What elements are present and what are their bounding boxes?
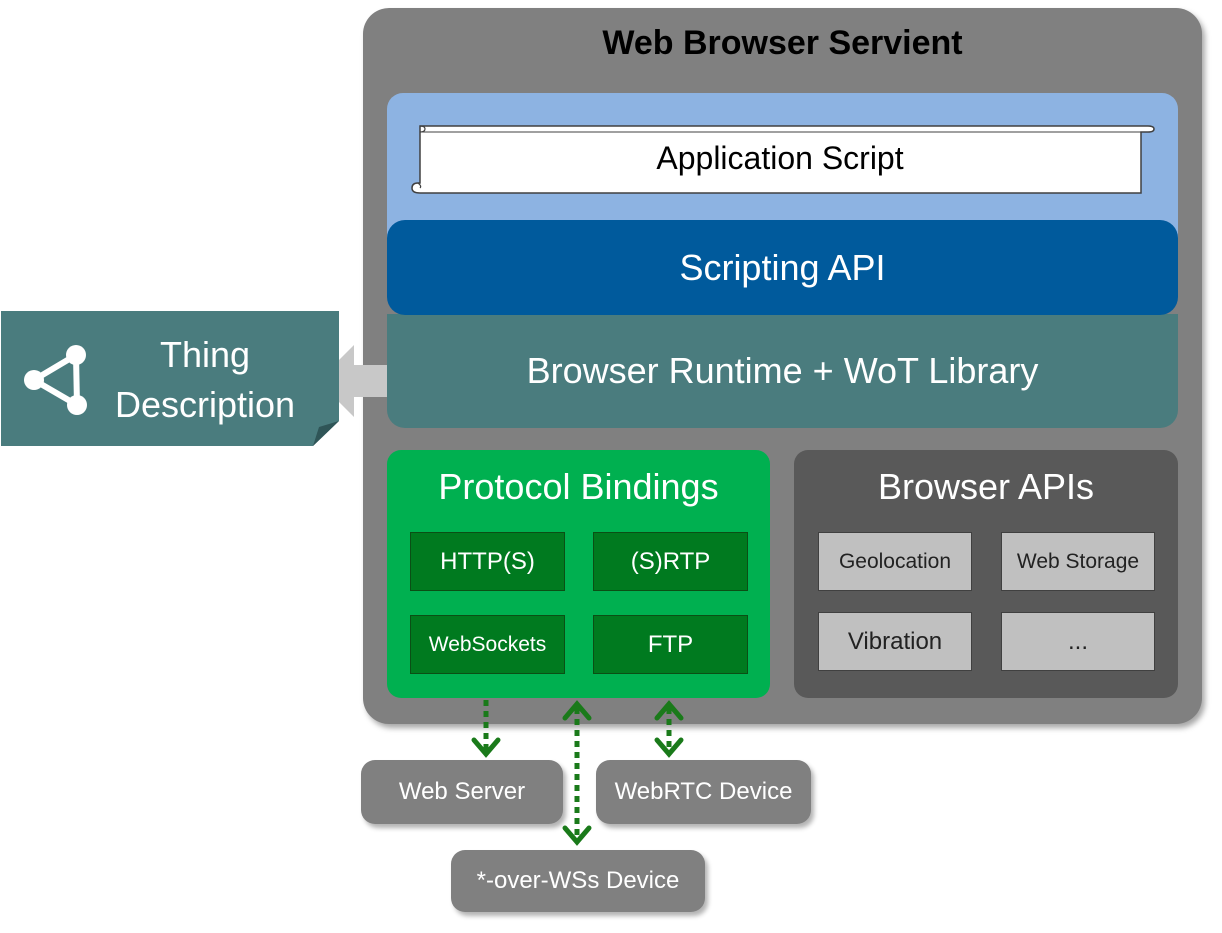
protocol-bindings-title: Protocol Bindings: [438, 466, 719, 507]
web-server-node: Web Server: [361, 760, 563, 824]
protocol-ftp: FTP: [593, 615, 748, 674]
webrtc-device-node: WebRTC Device: [596, 760, 811, 824]
webrtc-device-label: WebRTC Device: [614, 778, 793, 805]
api-vibration: Vibration: [818, 612, 972, 671]
thing-description-label: Thing Description: [100, 330, 310, 430]
servient-title: Web Browser Servient: [602, 24, 963, 62]
protocol-srtp: (S)RTP: [593, 532, 748, 591]
protocol-websockets: WebSockets: [410, 615, 565, 674]
left-arrow-icon: [318, 345, 387, 417]
application-script-label: Application Script: [656, 140, 904, 176]
api-more: ...: [1001, 612, 1155, 671]
scroll-icon: [411, 125, 1155, 194]
scripting-api-layer: Scripting API: [387, 220, 1178, 315]
thing-description-tag: [1, 311, 339, 446]
thing-description-line1: Thing: [159, 334, 251, 375]
thing-description-line2: Description: [114, 384, 296, 425]
scripting-api-label: Scripting API: [679, 246, 886, 288]
protocol-http: HTTP(S): [410, 532, 565, 591]
share-graph-icon: [24, 345, 87, 415]
api-geolocation: Geolocation: [818, 532, 972, 591]
api-web-storage: Web Storage: [1001, 532, 1155, 591]
browser-runtime-layer: Browser Runtime + WoT Library: [387, 314, 1178, 428]
ws-device-node: *-over-WSs Device: [451, 850, 705, 912]
web-server-label: Web Server: [398, 778, 526, 805]
ws-device-label: *-over-WSs Device: [476, 867, 680, 894]
browser-apis-title: Browser APIs: [877, 466, 1095, 507]
runtime-label: Browser Runtime + WoT Library: [526, 350, 1039, 391]
